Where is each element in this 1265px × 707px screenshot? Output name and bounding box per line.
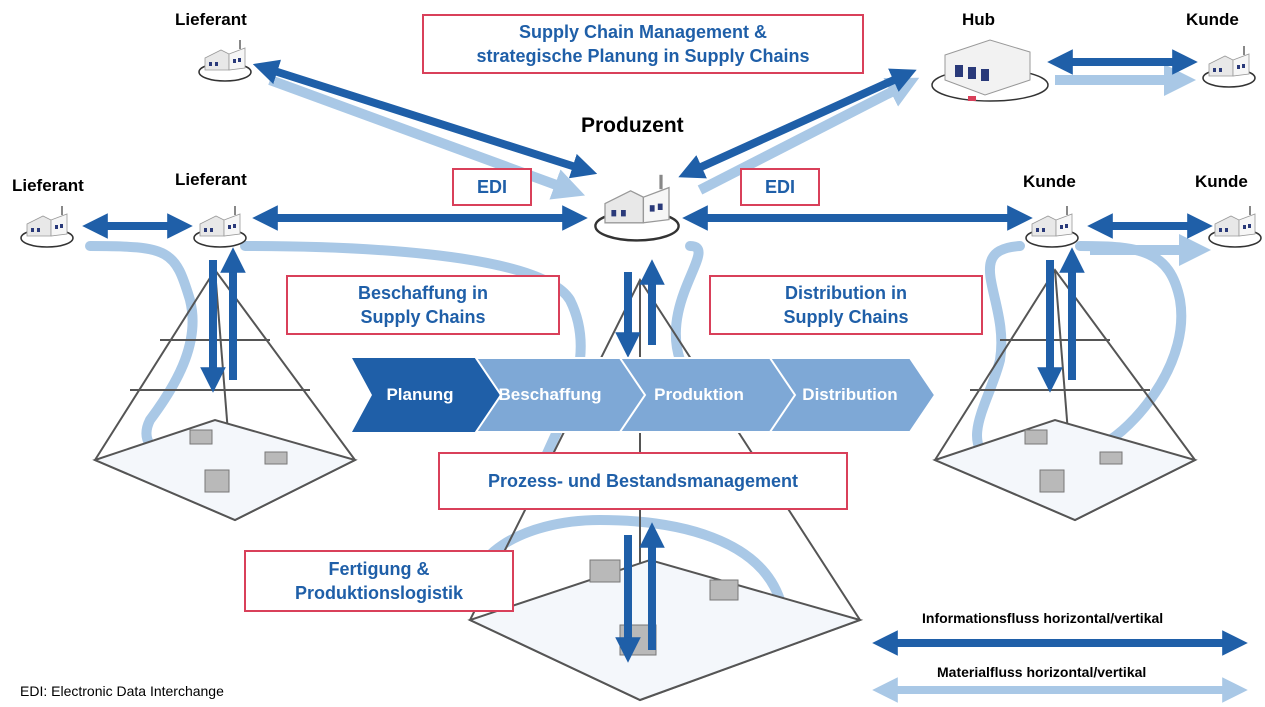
edi-footnote: EDI: Electronic Data Interchange xyxy=(20,683,224,699)
lieferant-left-label: Lieferant xyxy=(12,176,84,195)
prozess-label: Prozess- und Bestandsmanagement xyxy=(487,471,799,491)
hub-warehouse-icon xyxy=(931,39,1049,102)
produzent-label: Produzent xyxy=(581,114,684,137)
scm-box: Supply Chain Management & strategische P… xyxy=(422,14,864,74)
production-equipment xyxy=(189,429,1123,656)
fertigung-line2: Produktionslogistik xyxy=(294,583,463,603)
kunde-top-factory-icon xyxy=(1202,45,1256,88)
fertigung-box: Fertigung & Produktionslogistik xyxy=(244,550,514,612)
distribution-box: Distribution in Supply Chains xyxy=(709,275,983,335)
process-chain xyxy=(352,357,937,433)
hub-label: Hub xyxy=(962,10,996,29)
kunde-mid-label: Kunde xyxy=(1023,172,1076,191)
legend-arrows xyxy=(872,630,1248,703)
pyramid-kunde xyxy=(932,268,1198,522)
lieferant-mid-factory-icon xyxy=(193,205,247,248)
prozess-box: Prozess- und Bestandsmanagement xyxy=(438,452,848,510)
edi-right-box: EDI xyxy=(740,168,820,206)
edi-left-label: EDI xyxy=(476,177,507,197)
beschaffung-line1: Beschaffung in xyxy=(357,283,488,303)
lieferant-mid-label: Lieferant xyxy=(175,170,247,189)
process-step-beschaffung: Beschaffung xyxy=(498,385,602,404)
legend-material-label: Materialfluss horizontal/vertikal xyxy=(937,664,1147,680)
edi-right-label: EDI xyxy=(764,177,795,197)
lieferant-top-factory-icon xyxy=(198,39,252,82)
scm-line1: Supply Chain Management & xyxy=(518,22,768,42)
process-step-distribution: Distribution xyxy=(802,385,898,404)
process-step-planung: Planung xyxy=(386,385,454,404)
edi-left-box: EDI xyxy=(452,168,532,206)
kunde-right-label: Kunde xyxy=(1195,172,1248,191)
distribution-line1: Distribution in xyxy=(785,283,907,303)
information-flow-arrows xyxy=(82,49,1213,663)
produzent-factory-icon xyxy=(594,173,680,242)
fertigung-line1: Fertigung & xyxy=(328,559,430,579)
lieferant-top-label: Lieferant xyxy=(175,10,247,29)
beschaffung-box: Beschaffung in Supply Chains xyxy=(286,275,560,335)
lieferant-left-factory-icon xyxy=(20,205,74,248)
kunde-mid-factory-icon xyxy=(1025,205,1079,248)
distribution-line2: Supply Chains xyxy=(783,307,909,327)
scm-line2: strategische Planung in Supply Chains xyxy=(476,46,810,66)
process-step-produktion: Produktion xyxy=(654,385,744,404)
beschaffung-line2: Supply Chains xyxy=(360,307,486,327)
kunde-top-label: Kunde xyxy=(1186,10,1239,29)
kunde-right-factory-icon xyxy=(1208,205,1262,248)
legend-info-label: Informationsfluss horizontal/vertikal xyxy=(922,610,1164,626)
